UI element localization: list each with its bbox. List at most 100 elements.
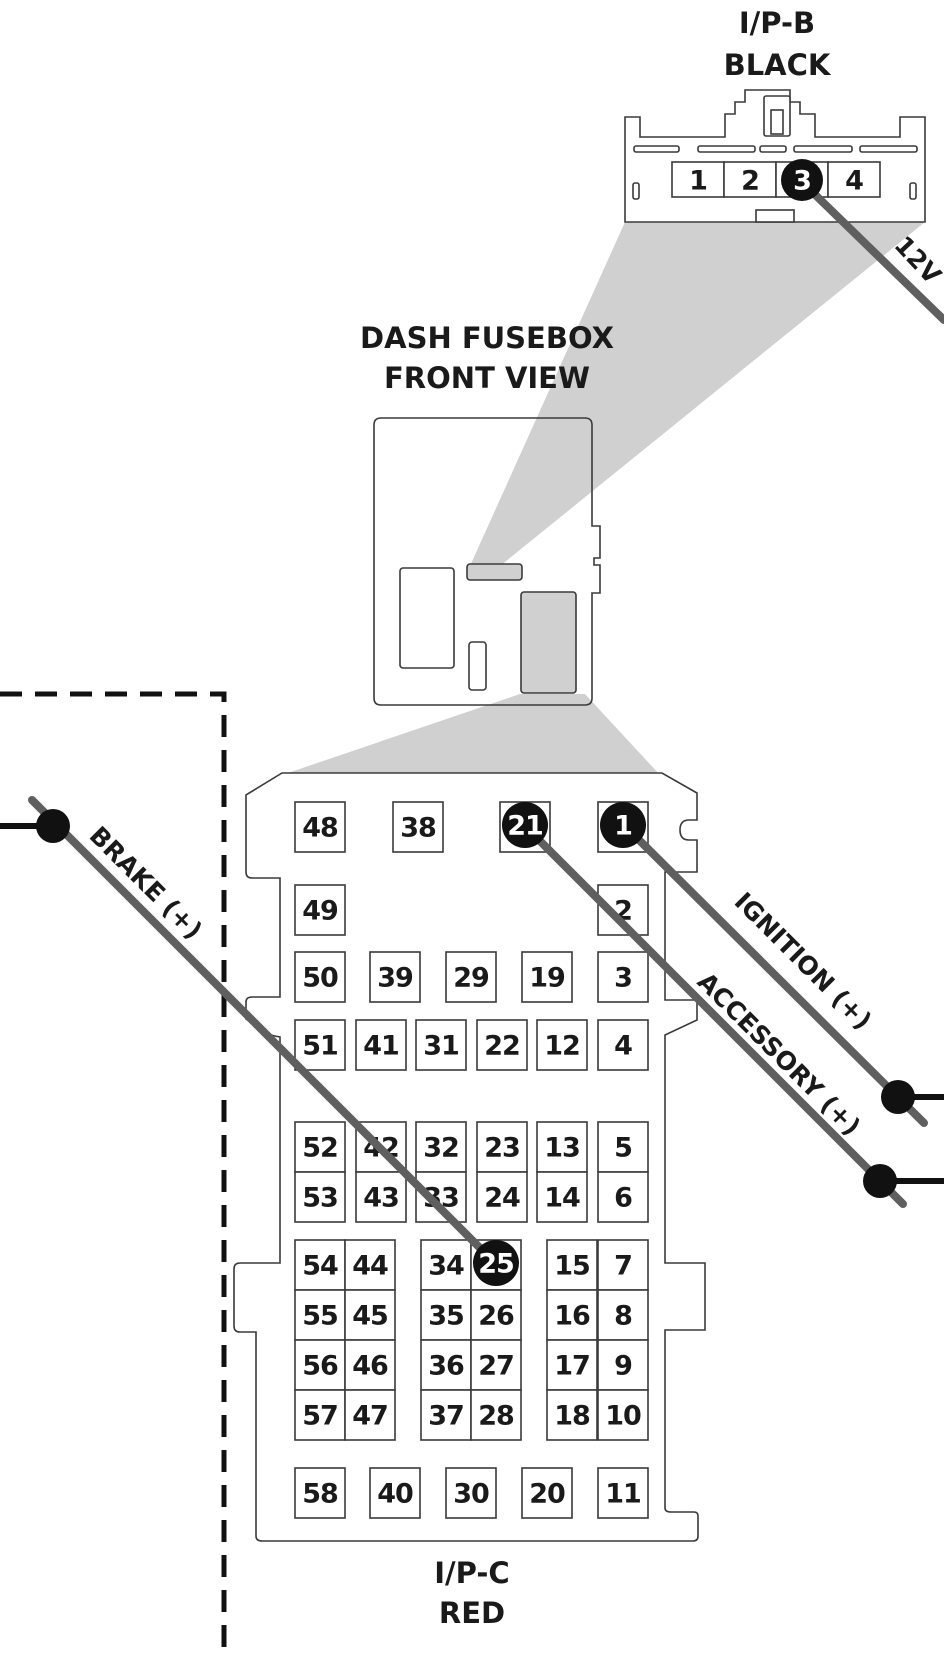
wire-label-brake: BRAKE (+) — [84, 821, 208, 945]
fuse-15-label: 15 — [554, 1251, 590, 1282]
fuse-14-label: 14 — [544, 1183, 580, 1214]
ipb-pin-3-highlight — [781, 159, 823, 201]
fuse-40-label: 40 — [377, 1479, 413, 1510]
fuse-50 — [294, 951, 346, 1003]
fuse-20 — [521, 1467, 573, 1519]
fuse-49 — [294, 884, 346, 936]
fuse-38-label: 38 — [400, 813, 436, 844]
fuse-39 — [369, 951, 421, 1003]
fuse-39-label: 39 — [377, 963, 413, 994]
fuse-45 — [344, 1289, 396, 1341]
fuse-32 — [415, 1121, 467, 1173]
fuse-44-label: 44 — [352, 1251, 388, 1282]
fuse-34-label: 34 — [428, 1251, 464, 1282]
fuse-15 — [546, 1239, 598, 1291]
fuse-38 — [392, 801, 444, 853]
fuse-41 — [355, 1019, 407, 1071]
fuse-53 — [294, 1171, 346, 1223]
ipb-pin-4 — [827, 161, 881, 198]
fuse-54-label: 54 — [302, 1251, 338, 1282]
fuse-44 — [344, 1239, 396, 1291]
relay-slot — [399, 567, 455, 669]
fuse-6 — [597, 1171, 649, 1223]
fuse-11-label: 11 — [605, 1479, 641, 1510]
fuse-28 — [470, 1389, 522, 1441]
fuse-52-label: 52 — [302, 1133, 338, 1164]
fuse-4-label: 4 — [614, 1031, 632, 1062]
fuse-36-label: 36 — [428, 1351, 464, 1382]
fuse-6-label: 6 — [614, 1183, 632, 1214]
fuse-13 — [536, 1121, 588, 1173]
fuse-9-label: 9 — [614, 1351, 632, 1382]
fuse-23-label: 23 — [484, 1133, 520, 1164]
fuse-49-label: 49 — [302, 896, 338, 927]
ipc-fuse-cells: 4838492503929193514131221245242322313553… — [294, 801, 649, 1519]
fuse-31 — [415, 1019, 467, 1071]
fuse-9 — [597, 1339, 649, 1391]
ipb-color-label: BLACK — [724, 48, 832, 82]
fuse-31-label: 31 — [423, 1031, 459, 1062]
fuse-3 — [597, 951, 649, 1003]
small-slot — [468, 641, 487, 691]
fuse-25-label: 25 — [478, 1249, 514, 1280]
fuse-45-label: 45 — [352, 1301, 388, 1332]
fuse-53-label: 53 — [302, 1183, 338, 1214]
ignition-splice-dot — [881, 1080, 915, 1114]
fuse-14 — [536, 1171, 588, 1223]
fuse-27-label: 27 — [478, 1351, 514, 1382]
fuse-30-label: 30 — [453, 1479, 489, 1510]
fuse-10 — [597, 1389, 649, 1441]
fuse-32-label: 32 — [423, 1133, 459, 1164]
fuse-4 — [597, 1019, 649, 1071]
fuse-22 — [476, 1019, 528, 1071]
fuse-56-label: 56 — [302, 1351, 338, 1382]
fuse-7-label: 7 — [614, 1251, 632, 1282]
fuse-7 — [597, 1239, 649, 1291]
fuse-12-label: 12 — [544, 1031, 580, 1062]
fuse-19 — [521, 951, 573, 1003]
fuse-21-label: 21 — [507, 811, 543, 842]
ipc-location-marker — [520, 591, 577, 694]
fuse-10-label: 10 — [605, 1401, 641, 1432]
ipb-location-marker — [466, 563, 523, 581]
ipb-pin-3-label: 3 — [793, 166, 811, 197]
ipc-projection-cone — [282, 694, 660, 775]
ipb-pin-1-label: 1 — [689, 166, 707, 197]
fuse-24-label: 24 — [484, 1183, 520, 1214]
fuse-20-label: 20 — [529, 1479, 565, 1510]
fuse-26 — [470, 1289, 522, 1341]
fuse-1-label: 1 — [614, 811, 632, 842]
fuse-5-label: 5 — [614, 1133, 632, 1164]
fuse-5 — [597, 1121, 649, 1173]
fuse-27 — [470, 1339, 522, 1391]
fuse-48 — [294, 801, 346, 853]
fuse-50-label: 50 — [302, 963, 338, 994]
fuse-8 — [597, 1289, 649, 1341]
fuse-37-label: 37 — [428, 1401, 464, 1432]
fuse-37 — [420, 1389, 472, 1441]
fuse-41-label: 41 — [363, 1031, 399, 1062]
fuse-58-label: 58 — [302, 1479, 338, 1510]
fuse-8-label: 8 — [614, 1301, 632, 1332]
ipc-color-label: RED — [439, 1596, 505, 1630]
dash-fusebox-front-view — [373, 417, 601, 706]
fuse-29 — [445, 951, 497, 1003]
fuse-12 — [536, 1019, 588, 1071]
fuse-55-label: 55 — [302, 1301, 338, 1332]
fuse-24 — [476, 1171, 528, 1223]
fuse-3-label: 3 — [614, 963, 632, 994]
fuse-28-label: 28 — [478, 1401, 514, 1432]
fuse-13-label: 13 — [544, 1133, 580, 1164]
fuse-54 — [294, 1239, 346, 1291]
fuse-30 — [445, 1467, 497, 1519]
fuse-16-label: 16 — [554, 1301, 590, 1332]
fuse-48-label: 48 — [302, 813, 338, 844]
fuse-51 — [294, 1019, 346, 1071]
fuse-25-highlight — [473, 1240, 519, 1286]
dash-fusebox-subtitle: FRONT VIEW — [384, 361, 590, 395]
fuse-22-label: 22 — [484, 1031, 520, 1062]
dashed-boundary — [0, 691, 227, 1656]
